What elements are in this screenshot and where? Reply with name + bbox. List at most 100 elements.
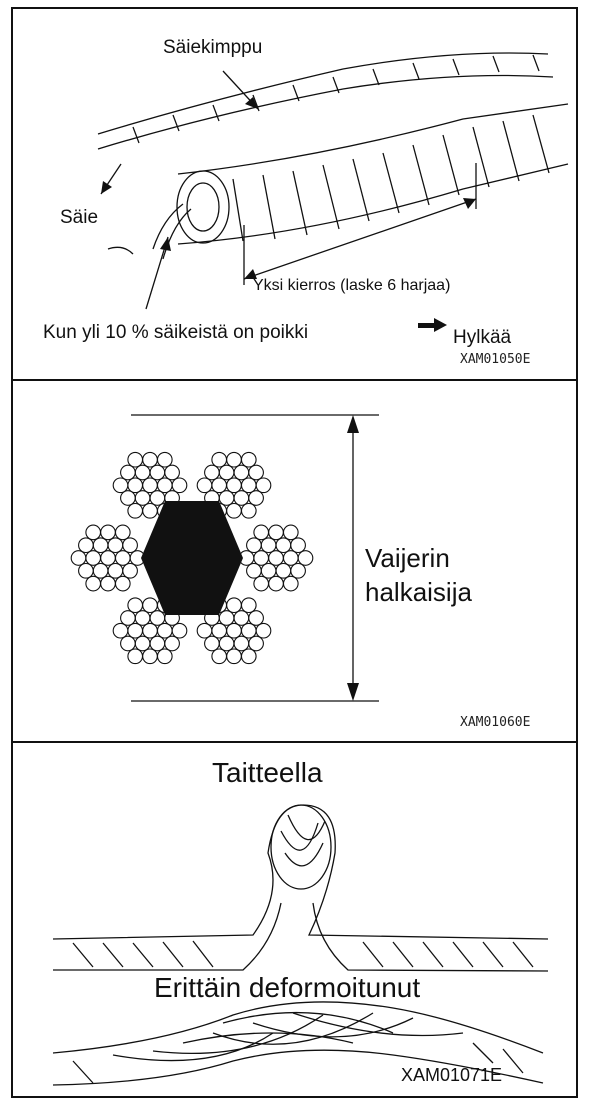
wire-circle [255, 477, 272, 494]
wire-circle [164, 464, 180, 481]
rope-illustration-1 [97, 52, 569, 332]
wire-circle [246, 562, 262, 579]
wire-circle [149, 490, 166, 506]
wire-circle [127, 597, 144, 614]
wire-circle [127, 502, 144, 519]
label-diameter-2: halkaisija [365, 577, 472, 607]
wire-circle [275, 562, 292, 579]
label-broken-wires: Kun yli 10 % säikeistä on poikki [43, 322, 309, 343]
wire-circle [240, 451, 257, 468]
wire-circle [149, 610, 166, 626]
wire-circle [127, 477, 144, 494]
wire-circle [255, 622, 272, 639]
wire-circle [85, 550, 102, 566]
panel-broken-wires: Säiekimppu Säie Yksi kierros (laske 6 ha… [13, 9, 576, 377]
wire-circle [226, 451, 242, 468]
wire-circle [171, 622, 188, 639]
figure-code: XAM01050E [460, 352, 531, 367]
wire-circle [122, 562, 138, 579]
wire-circle [78, 562, 94, 579]
wire-circle [226, 597, 242, 614]
wire-circle [122, 537, 138, 554]
wire-circle [297, 550, 314, 566]
wire-circle [246, 537, 262, 554]
wire-circle [218, 635, 235, 652]
wire-circle [100, 575, 116, 592]
wire-circle [253, 524, 270, 541]
wire-circle [114, 575, 131, 592]
label-discard: Hylkää [453, 327, 512, 348]
wire-circle [268, 550, 284, 566]
figure-frame: Säiekimppu Säie Yksi kierros (laske 6 ha… [11, 7, 578, 1098]
wire-circle [196, 622, 213, 639]
wire-circle [248, 610, 264, 626]
wire-circle [70, 550, 87, 566]
arrow-right-icon [418, 318, 447, 332]
wire-circle [127, 622, 144, 639]
wire-circle [253, 575, 270, 592]
rope-cross-section [70, 414, 379, 702]
wire-circle [253, 550, 270, 566]
wire-circle [226, 648, 242, 665]
strand-circles [70, 451, 314, 665]
wire-circle [218, 610, 235, 626]
wire-circle [156, 451, 173, 468]
wire-circle [149, 635, 166, 652]
wire-circle [233, 490, 250, 506]
wire-circle [226, 622, 242, 639]
wire-circle [240, 597, 257, 614]
wire-circle [112, 477, 129, 494]
wire-circle [268, 575, 284, 592]
wire-circle [92, 562, 109, 579]
wire-circle [233, 610, 250, 626]
wire-circle [120, 635, 136, 652]
wire-circle [78, 537, 94, 554]
label-kinked: Taitteella [212, 757, 323, 788]
wire-circle [114, 524, 131, 541]
wire-circle [171, 477, 188, 494]
wire-circle [149, 464, 166, 481]
wire-circle [282, 550, 299, 566]
wire-circle [107, 537, 124, 554]
wire-circle [85, 524, 102, 541]
wire-circle [142, 451, 158, 468]
wire-circle [100, 524, 116, 541]
wire-circle [211, 477, 228, 494]
rope-illustration-3 [52, 804, 549, 1086]
wire-circle [211, 648, 228, 665]
wire-circle [211, 622, 228, 639]
wire-circle [107, 562, 124, 579]
wire-circle [156, 648, 173, 665]
wire-circle [120, 490, 136, 506]
wire-circle [127, 451, 144, 468]
wire-circle [156, 477, 173, 494]
wire-circle [226, 477, 242, 494]
wire-circle [134, 464, 151, 481]
figure-code: XAM01071E [401, 1065, 503, 1085]
wire-circle [120, 610, 136, 626]
wire-circle [282, 524, 299, 541]
label-strand-bundle: Säiekimppu [163, 37, 263, 58]
wire-circle [142, 648, 158, 665]
wire-circle [248, 464, 264, 481]
label-deformed: Erittäin deformoitunut [154, 972, 421, 1003]
label-diameter-1: Vaijerin [365, 543, 450, 573]
wire-circle [134, 635, 151, 652]
wire-circle [240, 502, 257, 519]
wire-circle [142, 622, 158, 639]
wire-circle [85, 575, 102, 592]
wire-circle [114, 550, 131, 566]
wire-circle [240, 648, 257, 665]
wire-circle [100, 550, 116, 566]
wire-circle [142, 597, 158, 614]
wire-circle [268, 524, 284, 541]
wire-circle [142, 502, 158, 519]
wire-circle [240, 477, 257, 494]
wire-circle [134, 610, 151, 626]
wire-circle [211, 451, 228, 468]
wire-circle [260, 537, 277, 554]
wire-circle [240, 622, 257, 639]
wire-circle [248, 490, 264, 506]
wire-circle [226, 502, 242, 519]
wire-circle [218, 464, 235, 481]
